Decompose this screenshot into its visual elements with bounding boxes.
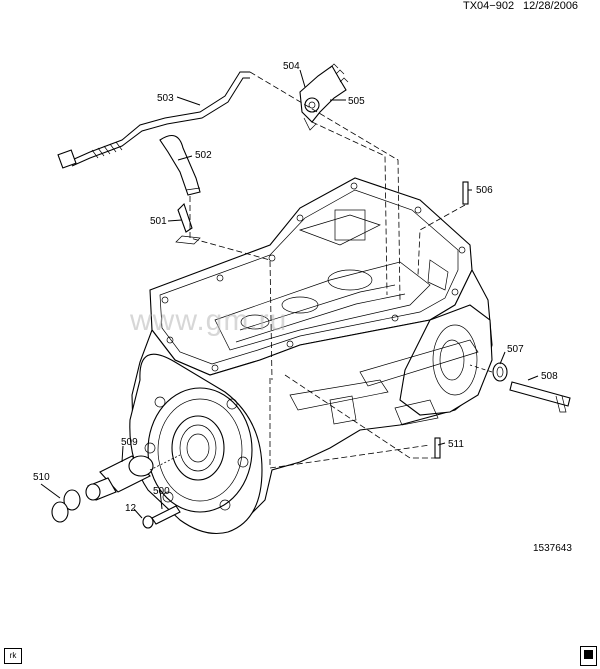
label-501: 501 xyxy=(150,216,167,227)
label-504: 504 xyxy=(283,61,300,72)
logo-icon xyxy=(580,646,597,666)
label-511: 511 xyxy=(448,439,464,450)
label-502: 502 xyxy=(195,150,212,161)
label-510: 510 xyxy=(33,472,50,483)
part-labels: 503 504 505 502 506 501 507 508 509 511 … xyxy=(33,61,558,514)
corner-tag: rk xyxy=(4,648,22,664)
part-508-shaft xyxy=(509,381,571,413)
part-500-bolt xyxy=(142,505,181,529)
alignment-lines xyxy=(189,71,493,469)
part-502-bracket xyxy=(159,134,201,196)
header-date: 12/28/2006 xyxy=(523,0,578,12)
leader-lines xyxy=(40,69,539,519)
label-508: 508 xyxy=(541,371,558,382)
label-509: 509 xyxy=(121,437,138,448)
label-505: 505 xyxy=(348,96,365,107)
figure-id: 1537643 xyxy=(533,543,572,554)
header-code: TX04−902 xyxy=(463,0,514,12)
part-510-seal-rings xyxy=(51,489,81,523)
part-504-505-lever xyxy=(299,63,349,131)
label-503: 503 xyxy=(157,93,174,104)
label-500: 500 xyxy=(153,486,170,497)
watermark: www.gm.ru xyxy=(129,304,287,337)
label-507: 507 xyxy=(507,344,524,355)
part-501-fastener xyxy=(175,202,201,245)
label-12: 12 xyxy=(125,503,137,514)
part-507-seal xyxy=(492,362,508,382)
transmission-case xyxy=(129,177,493,535)
part-509-sleeve xyxy=(85,454,181,501)
label-506: 506 xyxy=(476,185,493,196)
part-511-pin xyxy=(434,437,441,459)
part-506-pin xyxy=(462,181,469,205)
part-503-shift-cable xyxy=(57,71,250,169)
